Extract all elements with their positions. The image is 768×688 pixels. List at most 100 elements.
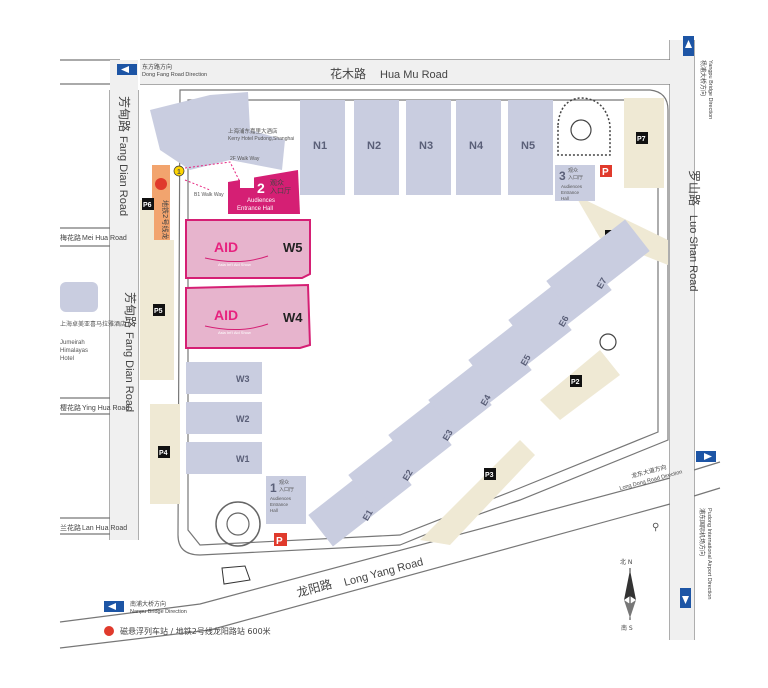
lan-hua-road-cn: 兰花路 [60,523,81,532]
parking-p3: P3 [485,472,494,479]
compass: 北 N 南 S ⚲ [620,522,659,632]
long-yang-road-cn: 龙阳路 [295,576,334,600]
yangpu-direction-cn: 杨浦大桥方向 [699,60,707,96]
entrance-3-parking: P [602,167,609,178]
entrance-1-parking: P [276,536,283,547]
roundabout-north [557,97,611,156]
parking-p2: P2 [571,379,580,386]
luo-shan-road-cn: 罗山路 [687,170,702,206]
hua-mu-road-cn: 花木路 [330,66,366,81]
fang-dian-road-mid-cn: 芳甸路 [123,292,138,328]
entrance-3-en3: Hall [561,196,569,201]
kerry-hotel: 上海浦东嘉里大酒店 Kerry Hotel Pudong,Shanghai [150,92,294,170]
legend-text: 磁悬浮列车站 / 地铁2号线龙阳路站 600米 [120,626,271,636]
entrance-1: 1 观众 入口厅 Audiences Entrance Hall P [266,476,306,547]
hall-e3: E3 [441,428,455,443]
yangpu-direction-en: Yangpu Bridge Direction [707,60,713,119]
walkway-2f: 2F Walk Way [230,156,260,162]
ying-hua-road-en: Ying Hua Road [82,405,129,412]
walkways: 2F Walk Way B1 Walk Way [184,156,260,198]
direction-long-dong: 龙东大道方向 Long Dong Road Direction [619,451,716,492]
dong-fang-direction-cn: 东方路方向 [142,63,172,71]
jumeirah-en3: Hotel [60,356,74,362]
entrance-2-en2: Entrance Hall [237,206,273,212]
fang-dian-road-mid-en: Fang Dian Road [123,332,135,412]
direction-nanpu: 南浦大桥方向 Nanpu Bridge Direction [104,600,187,615]
entrance-3: 3 观众 入口厅 Audiences Entrance Hall P [555,165,612,201]
parking-p5: P5 [154,308,163,315]
parking-p6: P6 [143,202,152,209]
hall-w4-logo: AID [214,307,238,323]
jumeirah-en2: Himalayas [60,348,88,354]
fang-dian-road-top-en: Fang Dian Road [117,136,129,216]
walkway-b1: B1 Walk Way [194,192,224,198]
direction-yangpu: 杨浦大桥方向 Yangpu Bridge Direction [683,36,713,119]
entrance-2-en1: Audiences [247,198,275,204]
compass-north: 北 N [620,558,632,566]
hall-w5-logo: AID [214,239,238,255]
kerry-hotel-cn: 上海浦东嘉里大酒店 [228,127,278,135]
hall-w2: W2 [236,414,250,424]
entrance-1-en3: Hall [270,508,278,513]
pudong-airport-direction-cn: 浦东国际机场方向 [698,508,706,556]
long-yang-road-en: Long Yang Road [343,556,425,589]
metro-logo-icon-legend [104,626,114,636]
north-halls: N1 N2 N3 N4 N5 [300,100,553,195]
entrance-1-cn2: 入口厅 [279,487,294,493]
hall-w3: W3 [236,374,250,384]
hall-n1: N1 [313,140,327,152]
pudong-airport-direction-en: Pudong International Airport Direction [706,508,712,599]
direction-dong-fang: 东方路方向 Dong Fang Road Direction [117,63,207,78]
lan-hua-road-en: Lan Hua Road [82,525,127,532]
entrance-2-num: 2 [257,180,265,196]
legend: 磁悬浮列车站 / 地铁2号线龙阳路站 600米 [104,626,271,636]
parking-p4: P4 [159,450,168,457]
kerry-hotel-en: Kerry Hotel Pudong,Shanghai [228,136,294,142]
mei-hua-road-en: Mei Hua Road [82,235,127,242]
fang-dian-road-top-cn: 芳甸路 [117,96,132,132]
entrance-1-num: 1 [270,481,277,495]
entrance-2: 2 观众 入口厅 Audiences Entrance Hall [228,170,300,214]
entrance-1-en1: Audiences [270,496,292,501]
roundabout-southwest [215,501,261,585]
hall-w1: W1 [236,454,250,464]
entrance-3-cn1: 观众 [568,168,578,174]
hall-e5: E5 [519,353,533,368]
hall-w5-tagline: Asia Int'l Aid Show [218,262,251,267]
hall-w5: AID Asia Int'l Aid Show W5 [185,219,311,279]
roundabout-east [599,333,617,351]
entrance-2-cn1: 观众 [270,179,284,187]
hall-w4-tagline: Asia Int'l Aid Show [218,330,251,335]
entrance-3-num: 3 [559,169,566,183]
hall-n4: N4 [469,140,484,152]
luo-shan-road-en: Luo Shan Road [687,215,699,291]
direction-pudong-airport: 浦东国际机场方向 Pudong International Airport Di… [680,508,712,608]
compass-south: 南 S [621,624,633,632]
ying-hua-road-cn: 樱花路 [60,403,81,412]
search-icon: ⚲ [652,522,659,533]
metro-exit-number: 1 [177,169,181,176]
entrance-3-en1: Audiences [561,184,583,189]
mei-hua-road-cn: 梅花路 [60,233,81,242]
hall-e2: E2 [401,468,415,483]
entrance-3-cn2: 入口厅 [568,175,583,181]
jumeirah-hotel: 上海卓美亚喜马拉雅酒店 Jumeirah Himalayas Hotel [60,282,126,362]
entrance-3-en2: Entrance [561,190,580,195]
hall-e1: E1 [361,508,375,523]
west-small-halls: W3 W2 W1 [186,362,262,474]
nanpu-direction-en: Nanpu Bridge Direction [130,609,187,615]
entrance-2-cn2: 入口厅 [270,187,291,195]
metro-strip-label: 地铁2号线龙阳路站 [161,200,170,260]
hall-w4: AID Asia Int'l Aid Show W4 [185,283,312,349]
metro-exit-marker [173,165,185,177]
hall-n5: N5 [521,140,535,152]
parking-p7: P7 [637,136,646,143]
hua-mu-road-en: Hua Mu Road [380,69,448,81]
road-shading [110,40,694,640]
entrance-1-cn1: 观众 [279,480,289,486]
hall-w4-label: W4 [283,310,303,325]
metro-logo-icon [155,178,167,190]
hall-w5-label: W5 [283,240,303,255]
hall-n2: N2 [367,140,381,152]
